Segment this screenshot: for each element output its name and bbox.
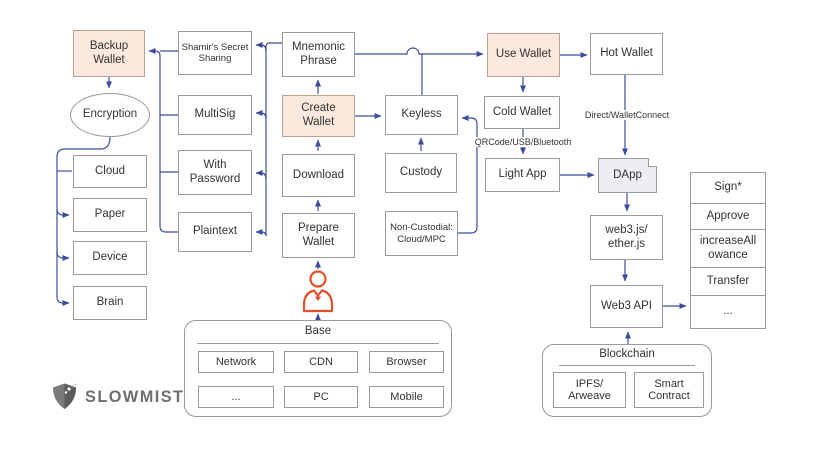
slowmist-logo: SLOWMIST [52, 382, 189, 411]
node-prepare-wallet: Prepare Wallet [282, 213, 355, 258]
list-item-transfer: Transfer [691, 267, 765, 295]
node-dapp: DApp [598, 158, 657, 193]
node-web3-api: Web3 API [590, 285, 663, 328]
user-icon [302, 270, 334, 313]
edge-label-qrcode-usb-bluetooth: QRCode/USB/Bluetooth [472, 137, 574, 147]
node-mnemonic-phrase: Mnemonic Phrase [282, 32, 355, 77]
blockchain-group-title: Blockchain [599, 348, 655, 360]
blockchain-item-smart-contract: Smart Contract [634, 372, 704, 408]
web3-call-list: Sign* Approve increaseAll owance Transfe… [690, 172, 766, 329]
blockchain-group-divider [559, 365, 695, 366]
node-plaintext: Plaintext [178, 212, 252, 252]
node-device: Device [73, 241, 147, 275]
list-item-approve: Approve [691, 203, 765, 229]
node-hot-wallet: Hot Wallet [590, 33, 663, 75]
node-with-password: With Password [178, 150, 252, 195]
node-download: Download [282, 154, 355, 197]
node-custody: Custody [385, 153, 457, 193]
slowmist-logo-text: SLOWMIST [85, 386, 185, 406]
base-item-network: Network [198, 351, 274, 373]
edge-label-direct-walletconnect: Direct/WalletConnect [582, 110, 672, 120]
node-paper: Paper [73, 198, 147, 232]
blockchain-item-ipfs-arweave: IPFS/ Arweave [553, 372, 626, 408]
node-non-custodial: Non-Custodial: Cloud/MPC [385, 211, 458, 256]
base-group: Base Network CDN Browser ... PC Mobile [184, 320, 452, 417]
shield-icon [53, 383, 77, 409]
blockchain-group: Blockchain IPFS/ Arweave Smart Contract [542, 344, 712, 417]
list-item-sign: Sign* [714, 181, 742, 194]
node-cloud: Cloud [73, 155, 147, 188]
node-use-wallet: Use Wallet [487, 33, 560, 77]
node-web3js-etherjs: web3.js/ ether.js [590, 215, 663, 260]
list-item-more: ... [691, 295, 765, 328]
list-item-increaseallowance: increaseAll owance [691, 229, 765, 267]
node-encryption: Encryption [70, 93, 150, 137]
base-item-cdn: CDN [284, 351, 358, 373]
base-group-divider [197, 343, 439, 344]
node-multisig: MultiSig [178, 95, 252, 135]
base-item-mobile: Mobile [369, 386, 444, 408]
node-shamir-secret-sharing: Shamir's Secret Sharing [178, 31, 252, 75]
base-item-browser: Browser [369, 351, 444, 373]
node-create-wallet: Create Wallet [282, 95, 355, 137]
node-keyless: Keyless [385, 95, 458, 135]
base-group-title: Base [304, 325, 332, 337]
node-cold-wallet: Cold Wallet [484, 96, 560, 129]
node-light-app: Light App [485, 158, 560, 192]
node-brain: Brain [73, 286, 147, 320]
node-backup-wallet: Backup Wallet [73, 30, 145, 77]
base-item-pc: PC [284, 386, 358, 408]
base-item-more: ... [198, 386, 274, 408]
